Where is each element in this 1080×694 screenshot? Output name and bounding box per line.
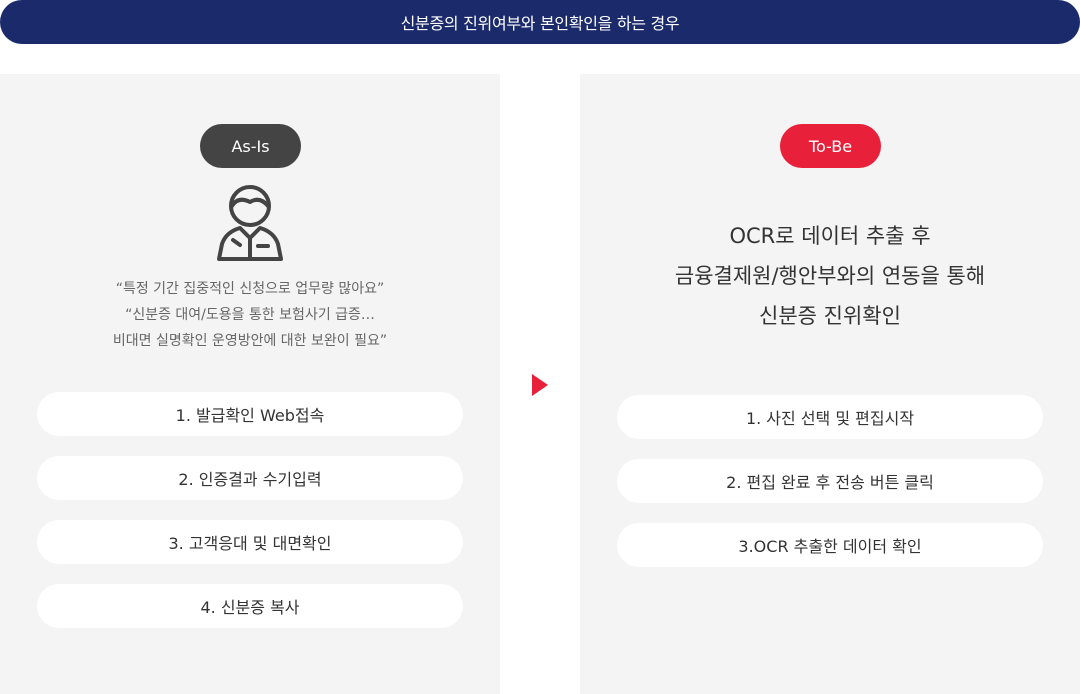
quote-line: “특정 기간 집중적인 신청으로 업무량 많아요” bbox=[115, 281, 385, 297]
as-is-quotes: “특정 기간 집중적인 신청으로 업무량 많아요” “신분증 대여/도용을 통한… bbox=[0, 276, 500, 354]
as-is-step-3: 3. 고객응대 및 대면확인 bbox=[37, 520, 463, 564]
quote-line: “신분증 대여/도용을 통한 보험사기 급증… bbox=[125, 307, 375, 323]
to-be-step-3: 3.OCR 추출한 데이터 확인 bbox=[617, 523, 1043, 567]
header-banner: 신분증의 진위여부와 본인확인을 하는 경우 bbox=[0, 0, 1080, 44]
as-is-step-1: 1. 발급확인 Web접속 bbox=[37, 392, 463, 436]
as-is-panel: As-Is “특정 기간 집중적인 신청으로 업무량 많아요” “신분증 대여/… bbox=[0, 74, 500, 694]
to-be-headline: OCR로 데이터 추출 후 금융결제원/행안부와의 연동을 통해 신분증 진위확… bbox=[580, 216, 1080, 336]
headline-line: OCR로 데이터 추출 후 bbox=[729, 224, 931, 248]
as-is-step-2: 2. 인증결과 수기입력 bbox=[37, 456, 463, 500]
as-is-tag: As-Is bbox=[200, 124, 301, 168]
header-title: 신분증의 진위여부와 본인확인을 하는 경우 bbox=[400, 14, 680, 33]
headline-line: 신분증 진위확인 bbox=[759, 304, 901, 328]
to-be-panel: To-Be OCR로 데이터 추출 후 금융결제원/행안부와의 연동을 통해 신… bbox=[580, 74, 1080, 694]
arrow-right-icon bbox=[532, 374, 548, 396]
person-icon bbox=[217, 185, 283, 261]
to-be-step-1: 1. 사진 선택 및 편집시작 bbox=[617, 395, 1043, 439]
quote-line: 비대면 실명확인 운영방안에 대한 보완이 필요” bbox=[112, 333, 388, 349]
headline-line: 금융결제원/행안부와의 연동을 통해 bbox=[674, 264, 986, 288]
to-be-step-2: 2. 편집 완료 후 전송 버튼 클릭 bbox=[617, 459, 1043, 503]
to-be-tag: To-Be bbox=[780, 124, 881, 168]
as-is-step-4: 4. 신분증 복사 bbox=[37, 584, 463, 628]
